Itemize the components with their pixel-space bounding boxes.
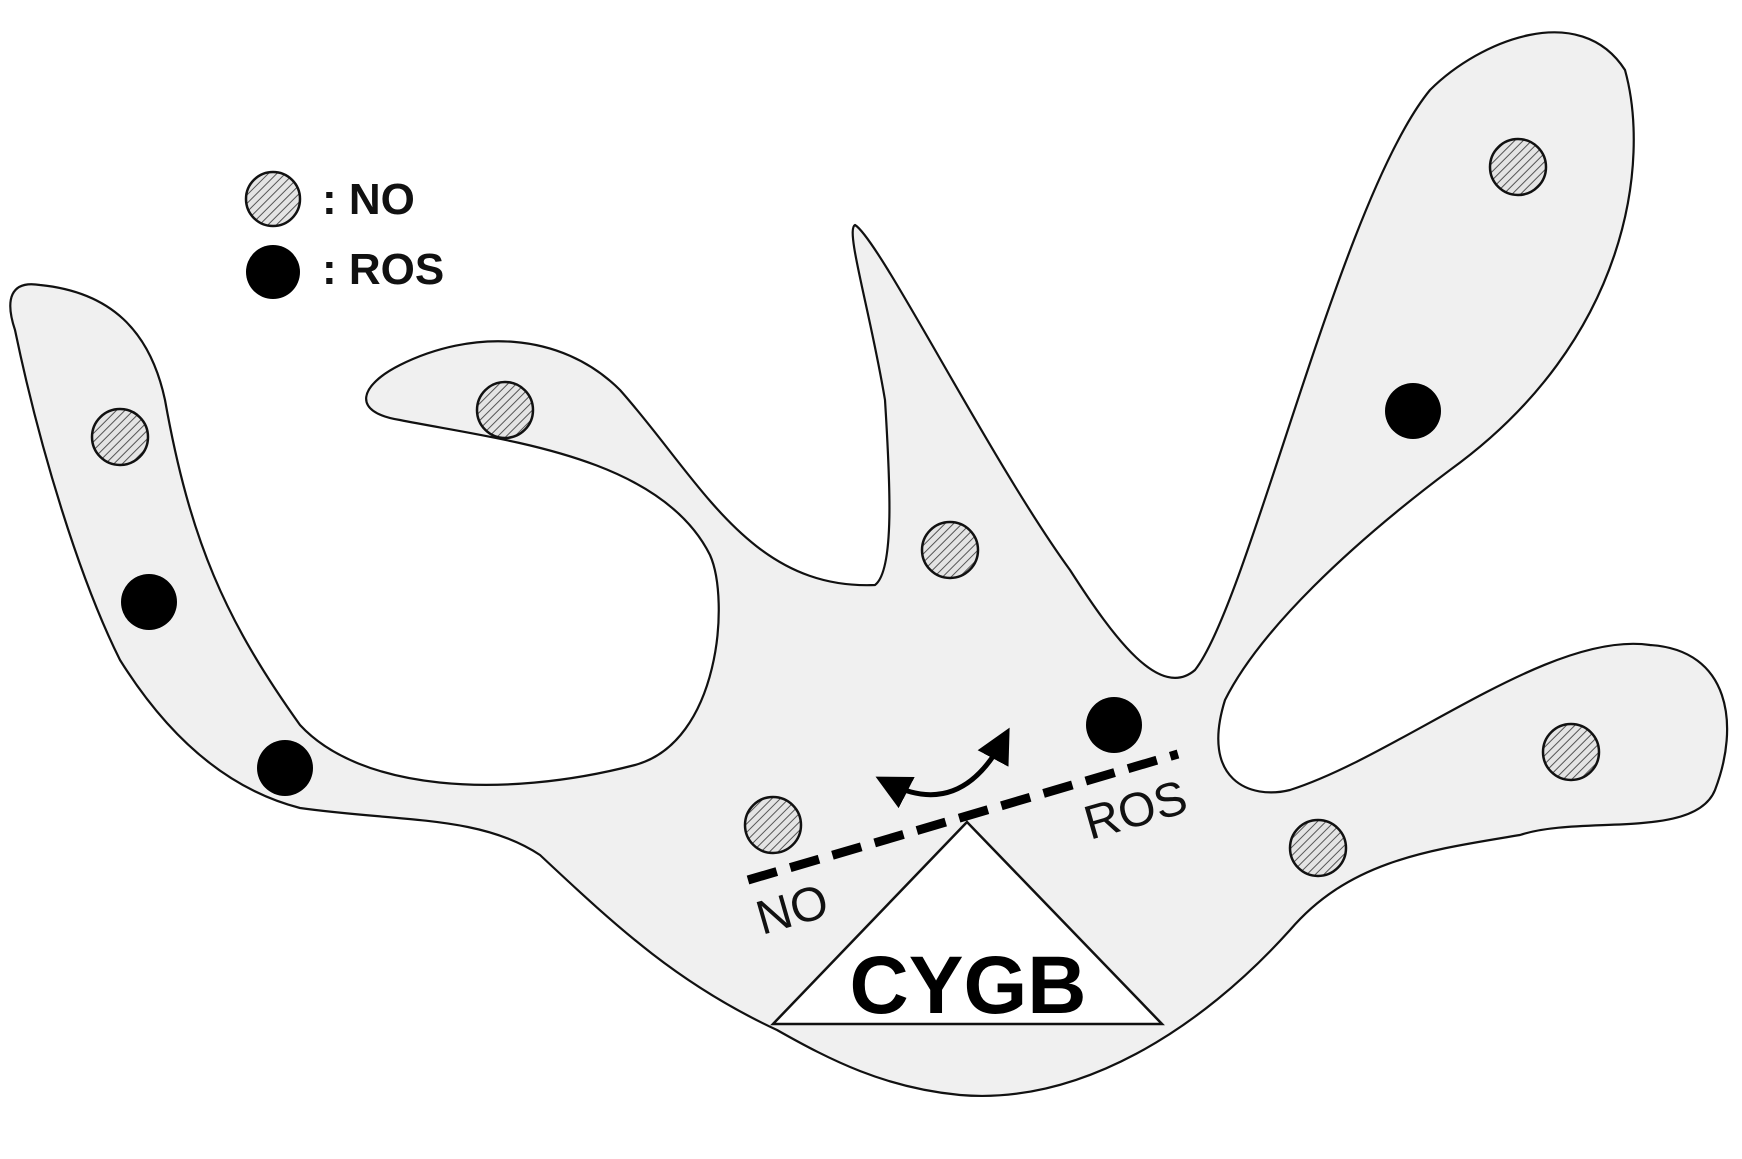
ros-particle bbox=[121, 574, 177, 630]
no-particle bbox=[1288, 818, 1348, 878]
cygb-label: CYGB bbox=[850, 940, 1087, 1031]
no-particle bbox=[475, 380, 535, 440]
no-particle bbox=[90, 407, 150, 467]
legend-no-swatch bbox=[244, 170, 302, 228]
ros-particle bbox=[257, 740, 313, 796]
cygb-fulcrum: CYGB bbox=[770, 820, 1165, 1031]
legend: : NO : ROS bbox=[244, 170, 444, 299]
legend-ros-label: : ROS bbox=[322, 245, 444, 294]
ros-particle bbox=[1086, 697, 1142, 753]
no-particle bbox=[743, 795, 803, 855]
legend-no-label: : NO bbox=[322, 175, 415, 224]
no-particle bbox=[920, 520, 980, 580]
no-particle bbox=[1488, 137, 1548, 197]
particles bbox=[90, 137, 1601, 878]
legend-ros-swatch bbox=[246, 245, 300, 299]
rotation-arrow-icon bbox=[875, 727, 1010, 809]
balance-beam bbox=[746, 749, 1180, 885]
ros-particle bbox=[1385, 383, 1441, 439]
cygb-triangle bbox=[770, 820, 1165, 1026]
no-particle bbox=[1541, 722, 1601, 782]
